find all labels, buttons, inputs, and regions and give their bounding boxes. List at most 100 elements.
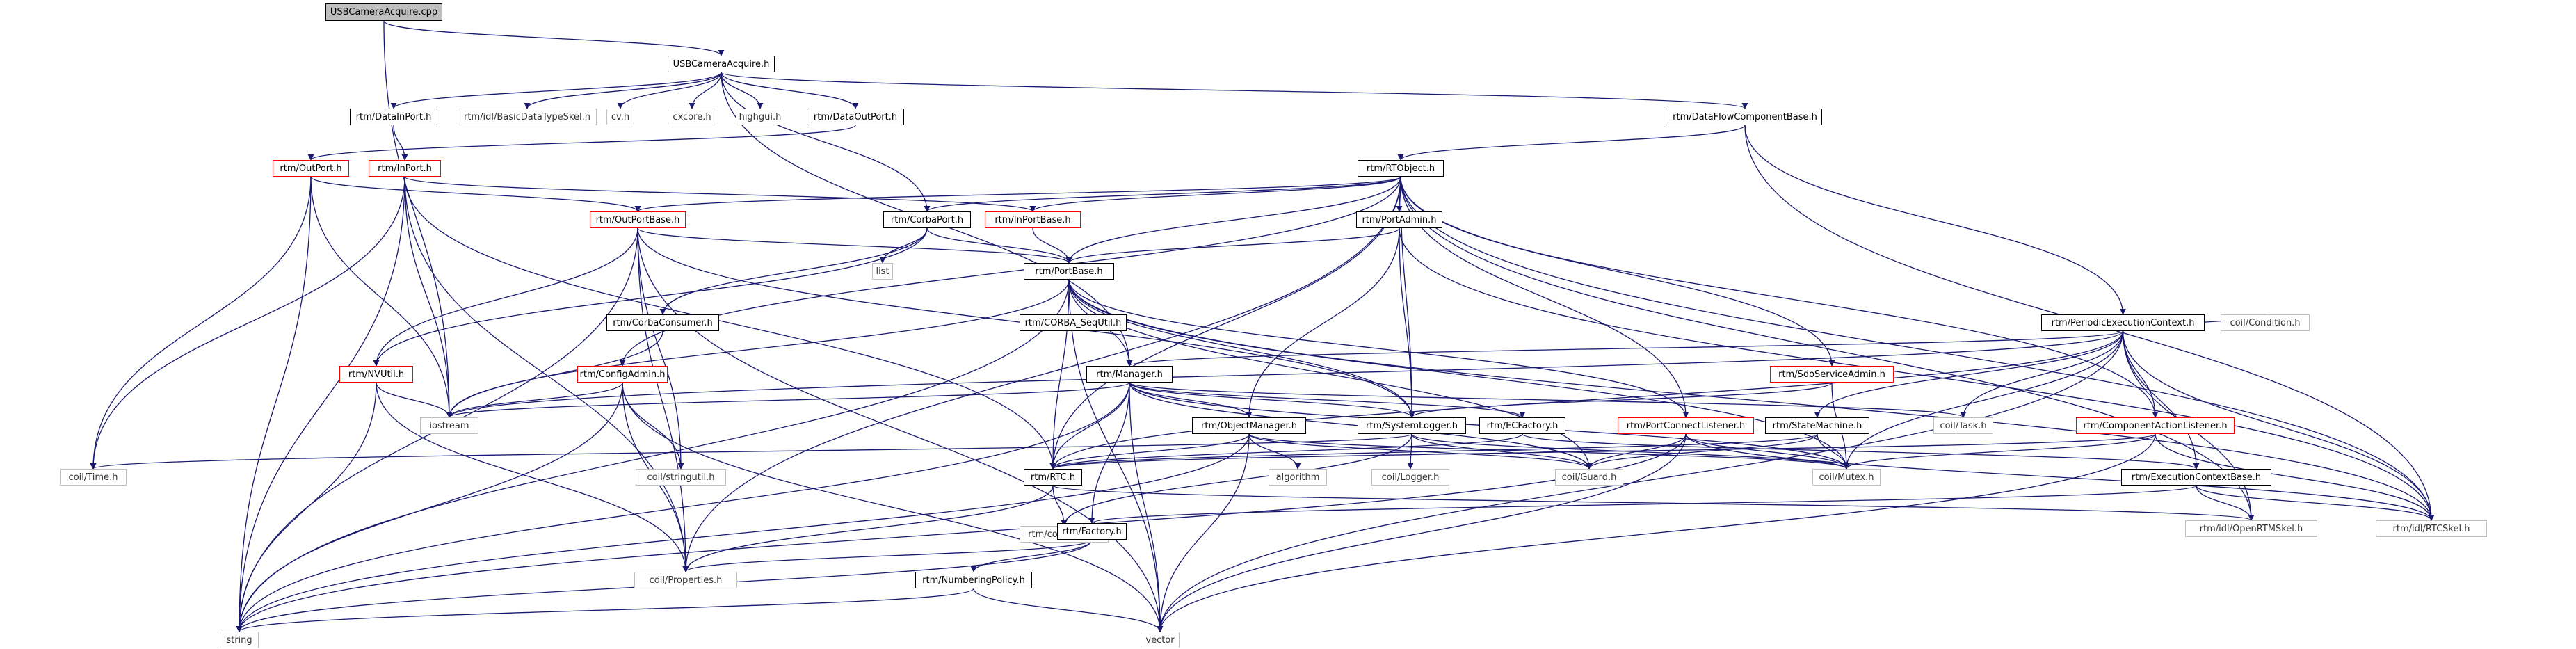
node-portbase[interactable]: rtm/PortBase.h <box>1024 263 1114 280</box>
edge-statemachine-to-guard <box>1586 433 1818 470</box>
edge-periodicec-to-mutex <box>1843 330 2124 470</box>
edge-componentaction-to-mutex <box>1843 433 2156 470</box>
edge-rtobject-to-rtcskel <box>1400 176 2435 521</box>
node-corbaconsumer[interactable]: rtm/CorbaConsumer.h <box>606 314 719 331</box>
edge-nvutil-to-properties <box>376 382 689 572</box>
edge-corbaport-to-corbaconsumer <box>659 227 928 315</box>
node-datainport[interactable]: rtm/DataInPort.h <box>350 109 437 125</box>
node-guard[interactable]: coil/Guard.h <box>1555 469 1623 486</box>
node-ecbase[interactable]: rtm/ExecutionContextBase.h <box>2121 469 2271 486</box>
edge-corbaport-to-nvutil <box>373 227 928 367</box>
edge-manager-to-systemlogger <box>1129 382 1415 418</box>
edge-datainport-to-inport <box>393 125 408 161</box>
node-mutex[interactable]: coil/Mutex.h <box>1812 469 1881 486</box>
node-inportbase[interactable]: rtm/InPortBase.h <box>985 211 1081 228</box>
edge-nvutil-to-iostream <box>376 382 453 418</box>
node-portconnect[interactable]: rtm/PortConnectListener.h <box>1618 417 1754 434</box>
node-cxcore[interactable]: cxcore.h <box>668 109 716 125</box>
edge-rtobject-to-componentaction <box>1400 176 2159 418</box>
node-inport[interactable]: rtm/InPort.h <box>369 160 441 177</box>
edge-systemlogger-to-config_rtc <box>1061 433 1412 527</box>
edge-outport-to-iostream <box>310 176 453 418</box>
node-portadmin[interactable]: rtm/PortAdmin.h <box>1356 211 1442 228</box>
node-sdoservice[interactable]: rtm/SdoServiceAdmin.h <box>1770 366 1894 383</box>
node-dataflowcomp[interactable]: rtm/DataFlowComponentBase.h <box>1668 109 1822 125</box>
edge-statemachine-to-rtc <box>1049 433 1818 470</box>
edge-outportbase-to-nvutil <box>373 227 638 367</box>
edge-sdoservice-to-systemlogger <box>1408 382 1833 418</box>
node-corbaseq[interactable]: rtm/CORBA_SeqUtil.h <box>1020 314 1127 331</box>
edge-manager-to-iostream <box>446 382 1130 418</box>
edge-ecfactory-to-ecbase <box>1522 433 2200 470</box>
edge-objectmanager-to-vector <box>1157 433 1250 632</box>
edge-objectmanager-to-rtc <box>1049 433 1250 470</box>
node-ecfactory[interactable]: rtm/ECFactory.h <box>1479 417 1565 434</box>
edge-periodicec-to-rtc <box>1049 330 2124 470</box>
node-manager[interactable]: rtm/Manager.h <box>1086 366 1173 383</box>
edge-ecbase-to-openrtm <box>2196 485 2255 521</box>
node-dataoutport[interactable]: rtm/DataOutPort.h <box>807 109 904 125</box>
edge-ecfactory-to-rtc <box>1049 433 1523 470</box>
edge-configadmin-to-iostream <box>446 382 623 418</box>
edge-systemlogger-to-guard <box>1411 433 1593 470</box>
node-factory[interactable]: rtm/Factory.h <box>1057 523 1127 540</box>
node-properties[interactable]: coil/Properties.h <box>634 572 737 588</box>
node-nvutil[interactable]: rtm/NVUtil.h <box>339 366 413 383</box>
node-list[interactable]: list <box>872 263 893 280</box>
node-condition[interactable]: coil/Condition.h <box>2221 314 2310 331</box>
edge-outportbase-to-portbase <box>637 227 1072 264</box>
node-vector[interactable]: vector <box>1141 632 1180 648</box>
edge-periodicec-to-task <box>1960 330 2124 418</box>
node-string[interactable]: string <box>220 632 259 648</box>
edge-usbcam_h-to-corbaport <box>721 72 931 212</box>
edge-inport-to-iostream <box>404 176 453 418</box>
edge-portconnect-to-rtcskel <box>1685 433 2435 521</box>
node-algorithm[interactable]: algorithm <box>1269 469 1327 486</box>
edge-systemlogger-to-logger <box>1407 433 1414 470</box>
edge-rtobject-to-rtc <box>1049 176 1401 470</box>
node-objectmanager[interactable]: rtm/ObjectManager.h <box>1192 417 1306 434</box>
edge-rtobject-to-properties <box>682 176 1401 572</box>
edge-usbcam_h-to-datainport <box>390 72 722 109</box>
edge-usbcam_h-to-dataoutport <box>721 72 859 109</box>
node-configadmin[interactable]: rtm/ConfigAdmin.h <box>577 366 668 383</box>
edge-portconnect-to-vector <box>1157 433 1687 632</box>
edge-corbaconsumer-to-iostream <box>446 330 663 418</box>
node-logger[interactable]: coil/Logger.h <box>1371 469 1449 486</box>
node-outport[interactable]: rtm/OutPort.h <box>273 160 349 177</box>
node-usbcam-cpp[interactable]: USBCameraAcquire.cpp <box>325 3 442 21</box>
edge-periodicec-to-rtcskel <box>2122 330 2435 521</box>
node-openrtm[interactable]: rtm/idl/OpenRTMSkel.h <box>2185 520 2317 537</box>
node-rtc[interactable]: rtm/RTC.h <box>1024 469 1082 486</box>
node-outportbase[interactable]: rtm/OutPortBase.h <box>590 211 686 228</box>
node-componentaction[interactable]: rtm/ComponentActionListener.h <box>2076 417 2235 434</box>
node-iostream[interactable]: iostream <box>420 417 478 434</box>
node-usbcam-h[interactable]: USBCameraAcquire.h <box>668 56 775 72</box>
node-statemachine[interactable]: rtm/StateMachine.h <box>1765 417 1869 434</box>
edge-periodicec-to-statemachine <box>1814 330 2124 418</box>
edge-objectmanager-to-mutex <box>1248 433 1850 470</box>
node-time[interactable]: coil/Time.h <box>60 469 127 486</box>
node-periodicec[interactable]: rtm/PeriodicExecutionContext.h <box>2041 314 2205 331</box>
node-corbaport[interactable]: rtm/CorbaPort.h <box>883 211 971 228</box>
node-task[interactable]: coil/Task.h <box>1933 417 1993 434</box>
edge-dataoutport-to-outport <box>307 125 856 161</box>
edge-systemlogger-to-time <box>90 433 1412 470</box>
edge-manager-to-ecfactory <box>1129 382 1526 418</box>
edge-portadmin-to-systemlogger <box>1399 227 1415 418</box>
edge-usbcam_cpp-to-usbcam_h <box>383 20 725 56</box>
node-numbering[interactable]: rtm/NumberingPolicy.h <box>915 572 1032 588</box>
node-basicdatatype[interactable]: rtm/idl/BasicDataTypeSkel.h <box>458 109 597 125</box>
node-rtcskel[interactable]: rtm/idl/RTCSkel.h <box>2376 520 2487 537</box>
edge-portbase-to-vector <box>1068 279 1164 632</box>
node-highgui[interactable]: highgui.h <box>736 109 784 125</box>
edge-inport-to-inportbase <box>404 176 1036 212</box>
node-rtobject[interactable]: rtm/RTObject.h <box>1358 160 1444 177</box>
node-stringutil[interactable]: coil/stringutil.h <box>636 469 726 486</box>
edge-numbering-to-string <box>236 588 974 632</box>
node-cv[interactable]: cv.h <box>606 109 634 125</box>
edge-factory-to-numbering <box>970 539 1093 572</box>
node-systemlogger[interactable]: rtm/SystemLogger.h <box>1358 417 1466 434</box>
edge-manager-to-rtc <box>1049 382 1130 470</box>
edge-periodicec-to-iostream <box>446 330 2124 418</box>
